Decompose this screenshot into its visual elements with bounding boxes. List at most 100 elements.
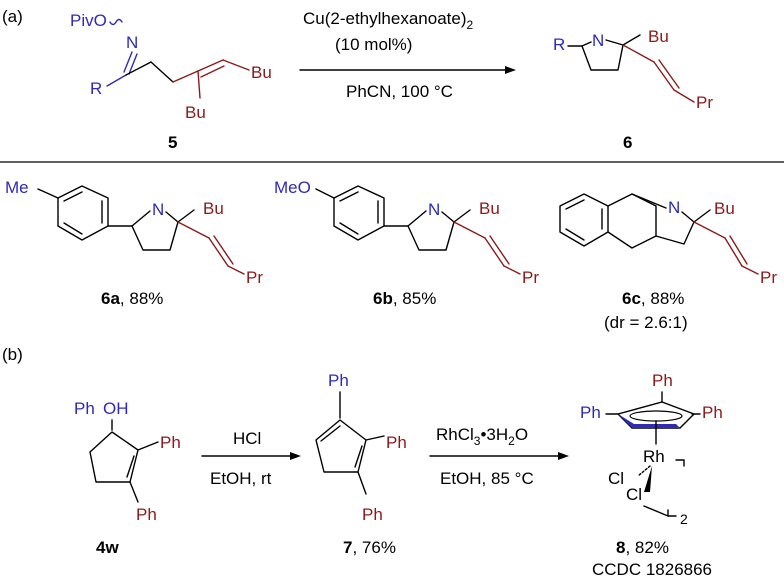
reagent-loading: (10 mol%) <box>335 35 412 54</box>
bond-bu-6b <box>453 209 471 223</box>
aro-6c-1 <box>565 199 585 210</box>
atom-cl1-8: Cl <box>608 469 624 488</box>
bond-meo-ring <box>315 188 335 199</box>
atom-pr-6c: Pr <box>760 268 777 287</box>
bond-n-c <box>123 51 133 73</box>
bond-vinyl-double <box>658 59 680 89</box>
atom-pr-6: Pr <box>696 93 713 112</box>
bond-cn-6c <box>631 193 667 209</box>
bond-me-ring <box>37 188 59 199</box>
arrow-a-head <box>505 66 516 74</box>
bond-c-r <box>106 74 127 87</box>
bond-ph2-7 <box>365 435 385 441</box>
label-6a: 6a, 88% <box>101 289 163 308</box>
atom-ph2-4w: Ph <box>160 433 181 452</box>
vinyl-6c-2 <box>724 237 743 267</box>
bond-vinyl2 <box>653 61 675 91</box>
product-6b-structure: MeO N Bu Pr <box>274 178 539 287</box>
bond-cn <box>581 41 592 47</box>
panel-label-a: (a) <box>2 7 23 26</box>
ring-6a <box>131 211 179 251</box>
dimer-subscript-8: 2 <box>680 511 688 527</box>
bond-n-c-double <box>128 53 138 75</box>
double-4w <box>126 455 135 478</box>
atom-ph-top-8: Ph <box>652 371 673 390</box>
atom-ph-right-8: Ph <box>702 403 723 422</box>
label-8: 8, 82% <box>616 538 669 557</box>
vinyl-6c-4 <box>741 265 759 275</box>
label-6c: 6c, 88% <box>622 289 684 308</box>
bond-chain3 <box>172 70 199 83</box>
atom-ph1-4w: Ph <box>74 399 95 418</box>
atom-ph-left-8: Ph <box>580 403 601 422</box>
vinyl-6b-1 <box>453 221 486 239</box>
bond-bu-6a <box>177 209 195 223</box>
atom-bu1-5: Bu <box>251 63 272 82</box>
atom-n-6: N <box>592 31 604 50</box>
vinyl-6a-1 <box>177 221 210 239</box>
atom-bu-6c: Bu <box>714 199 735 218</box>
ccdc-8: CCDC 1826866 <box>592 560 712 579</box>
bond-rh-cl2-wedge <box>644 466 652 492</box>
atom-ph1-7: Ph <box>328 371 349 390</box>
atom-bu-6b: Bu <box>479 199 500 218</box>
ring-6c <box>655 211 695 245</box>
vinyl-6b-3 <box>489 235 510 265</box>
bond-alkene2 <box>200 65 225 78</box>
atom-pr-6b: Pr <box>522 268 539 287</box>
atom-rh-8: Rh <box>643 447 665 466</box>
aro-6a-3 <box>63 222 83 235</box>
compound-label-5: 5 <box>168 133 177 152</box>
double-7a <box>320 425 341 442</box>
vinyl-6c-3 <box>729 235 748 265</box>
vinyl-6a-3 <box>213 235 234 265</box>
bond-to-pr <box>673 89 695 103</box>
cp-aromatic-circle-8 <box>629 410 683 422</box>
atom-ph2-7: Ph <box>386 433 407 452</box>
compound-6-structure: R N Bu Pr <box>553 27 713 112</box>
compound-label-6: 6 <box>623 133 632 152</box>
atom-bu-6: Bu <box>648 27 669 46</box>
cyclopentene-4w <box>89 431 139 483</box>
vinyl-6b-2 <box>484 237 505 267</box>
bond-n-cq <box>605 39 624 46</box>
atom-pivo: PivO <box>70 11 107 30</box>
arrow-b1-head <box>290 452 301 460</box>
bond-to-bu2 <box>197 70 201 99</box>
atom-n-6b: N <box>428 200 440 219</box>
benzene-6c <box>559 193 609 247</box>
vinyl-6c-1 <box>693 221 726 239</box>
vinyl-6a-2 <box>208 237 229 267</box>
atom-ph3-4w: Ph <box>136 505 157 524</box>
bond-cn-6b <box>407 210 427 227</box>
compound-4w-structure: Ph OH Ph Ph <box>74 399 181 524</box>
vinyl-6a-4 <box>227 265 245 275</box>
benzene-6b <box>333 185 385 241</box>
ring-6 <box>581 44 624 71</box>
atom-oh-4w: OH <box>103 399 129 418</box>
bond-o-n-wavy <box>109 18 123 26</box>
atom-ph3-7: Ph <box>362 505 383 524</box>
compound-label-4w: 4w <box>96 538 119 557</box>
reagent-cu: Cu(2-ethylhexanoate)2 <box>303 9 473 32</box>
atom-cl2-8: Cl <box>626 485 642 504</box>
bond-ph3-4w <box>129 481 139 503</box>
reagent-rh: RhCl3•3H2O <box>436 425 528 448</box>
bond-alkene1 <box>197 59 224 72</box>
atom-r-5: R <box>90 79 102 98</box>
bond-cn-6a <box>131 210 151 227</box>
note-6c: (dr = 2.6:1) <box>604 313 688 332</box>
bracket-bottom-8 <box>667 509 677 517</box>
atom-pr-6a: Pr <box>246 268 263 287</box>
atom-r-6: R <box>553 35 565 54</box>
aro-6b-3 <box>339 222 359 235</box>
conditions-b1: EtOH, rt <box>210 469 272 488</box>
benzene-6a <box>57 185 109 241</box>
bond-to-bu1 <box>222 59 250 71</box>
atom-n-5: N <box>126 33 138 52</box>
reagent-hcl: HCl <box>233 429 261 448</box>
panel-label-b: (b) <box>2 345 23 364</box>
product-6a-structure: Me N Bu Pr <box>5 178 263 287</box>
atom-n-6c: N <box>668 198 680 217</box>
cyclohexane-6c <box>607 193 657 249</box>
